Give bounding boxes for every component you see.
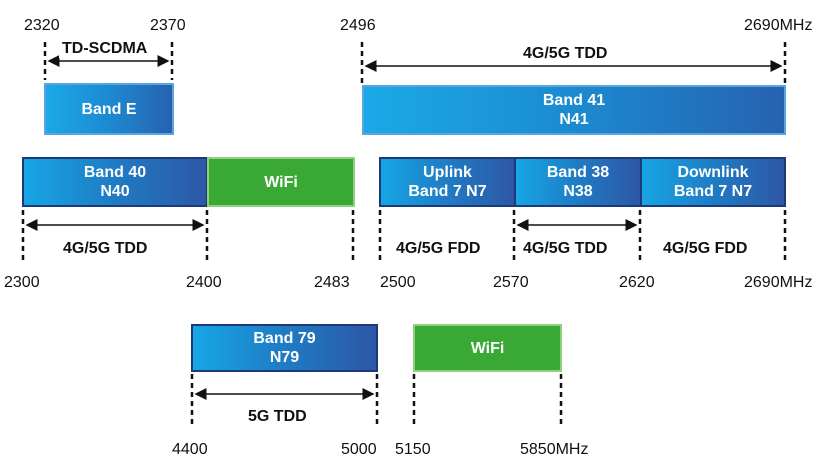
band-label: Band 41	[542, 92, 606, 109]
band-sublabel: Band 7 N7	[408, 183, 487, 200]
freq-label: 5850MHz	[520, 441, 589, 458]
freq-label: 2320	[24, 17, 60, 34]
span-label-4g5g-fdd: 4G/5G FDD	[393, 240, 484, 258]
freq-label: 2400	[186, 274, 222, 291]
freq-label: 2690MHz	[744, 17, 813, 34]
band-7-uplink-block: Uplink Band 7 N7	[379, 157, 516, 207]
freq-label: 2620	[619, 274, 655, 291]
freq-label: 2483	[314, 274, 350, 291]
band-41-block: Band 41 N41	[362, 85, 786, 135]
band-7-downlink-block: Downlink Band 7 N7	[640, 157, 786, 207]
band-label: Band 40	[83, 164, 147, 181]
band-sublabel: N38	[563, 183, 593, 200]
band-label: Uplink	[423, 164, 472, 181]
band-label: WiFi	[264, 173, 298, 191]
band-label: Band E	[81, 100, 137, 118]
span-label-td-scdma: TD-SCDMA	[59, 40, 151, 58]
freq-label: 2370	[150, 17, 186, 34]
freq-label: 2690MHz	[744, 274, 813, 291]
freq-label: 2500	[380, 274, 416, 291]
band-sublabel: N41	[559, 111, 589, 128]
span-label-5g-tdd: 5G TDD	[245, 408, 310, 426]
band-label: WiFi	[470, 339, 505, 357]
span-label-4g5g-tdd: 4G/5G TDD	[520, 45, 611, 63]
band-sublabel: N79	[269, 349, 300, 366]
band-label: Band 38	[546, 164, 610, 181]
band-38-block: Band 38 N38	[514, 157, 642, 207]
span-label-4g5g-tdd: 4G/5G TDD	[60, 240, 151, 258]
span-label-4g5g-fdd: 4G/5G FDD	[660, 240, 751, 258]
freq-label: 2570	[493, 274, 529, 291]
freq-label: 5000	[341, 441, 377, 458]
wifi-2g-block: WiFi	[207, 157, 355, 207]
freq-label: 2300	[4, 274, 40, 291]
freq-label: 5150	[395, 441, 431, 458]
band-sublabel: N40	[100, 183, 130, 200]
span-label-4g5g-tdd: 4G/5G TDD	[520, 240, 611, 258]
band-label: Band 79	[253, 330, 316, 347]
freq-label: 4400	[172, 441, 208, 458]
band-79-block: Band 79 N79	[191, 324, 378, 372]
band-label: Downlink	[677, 164, 749, 181]
band-40-block: Band 40 N40	[22, 157, 208, 207]
wifi-5g-block: WiFi	[413, 324, 562, 372]
freq-label: 2496	[340, 17, 376, 34]
band-e-block: Band E	[44, 83, 174, 135]
band-sublabel: Band 7 N7	[673, 183, 753, 200]
